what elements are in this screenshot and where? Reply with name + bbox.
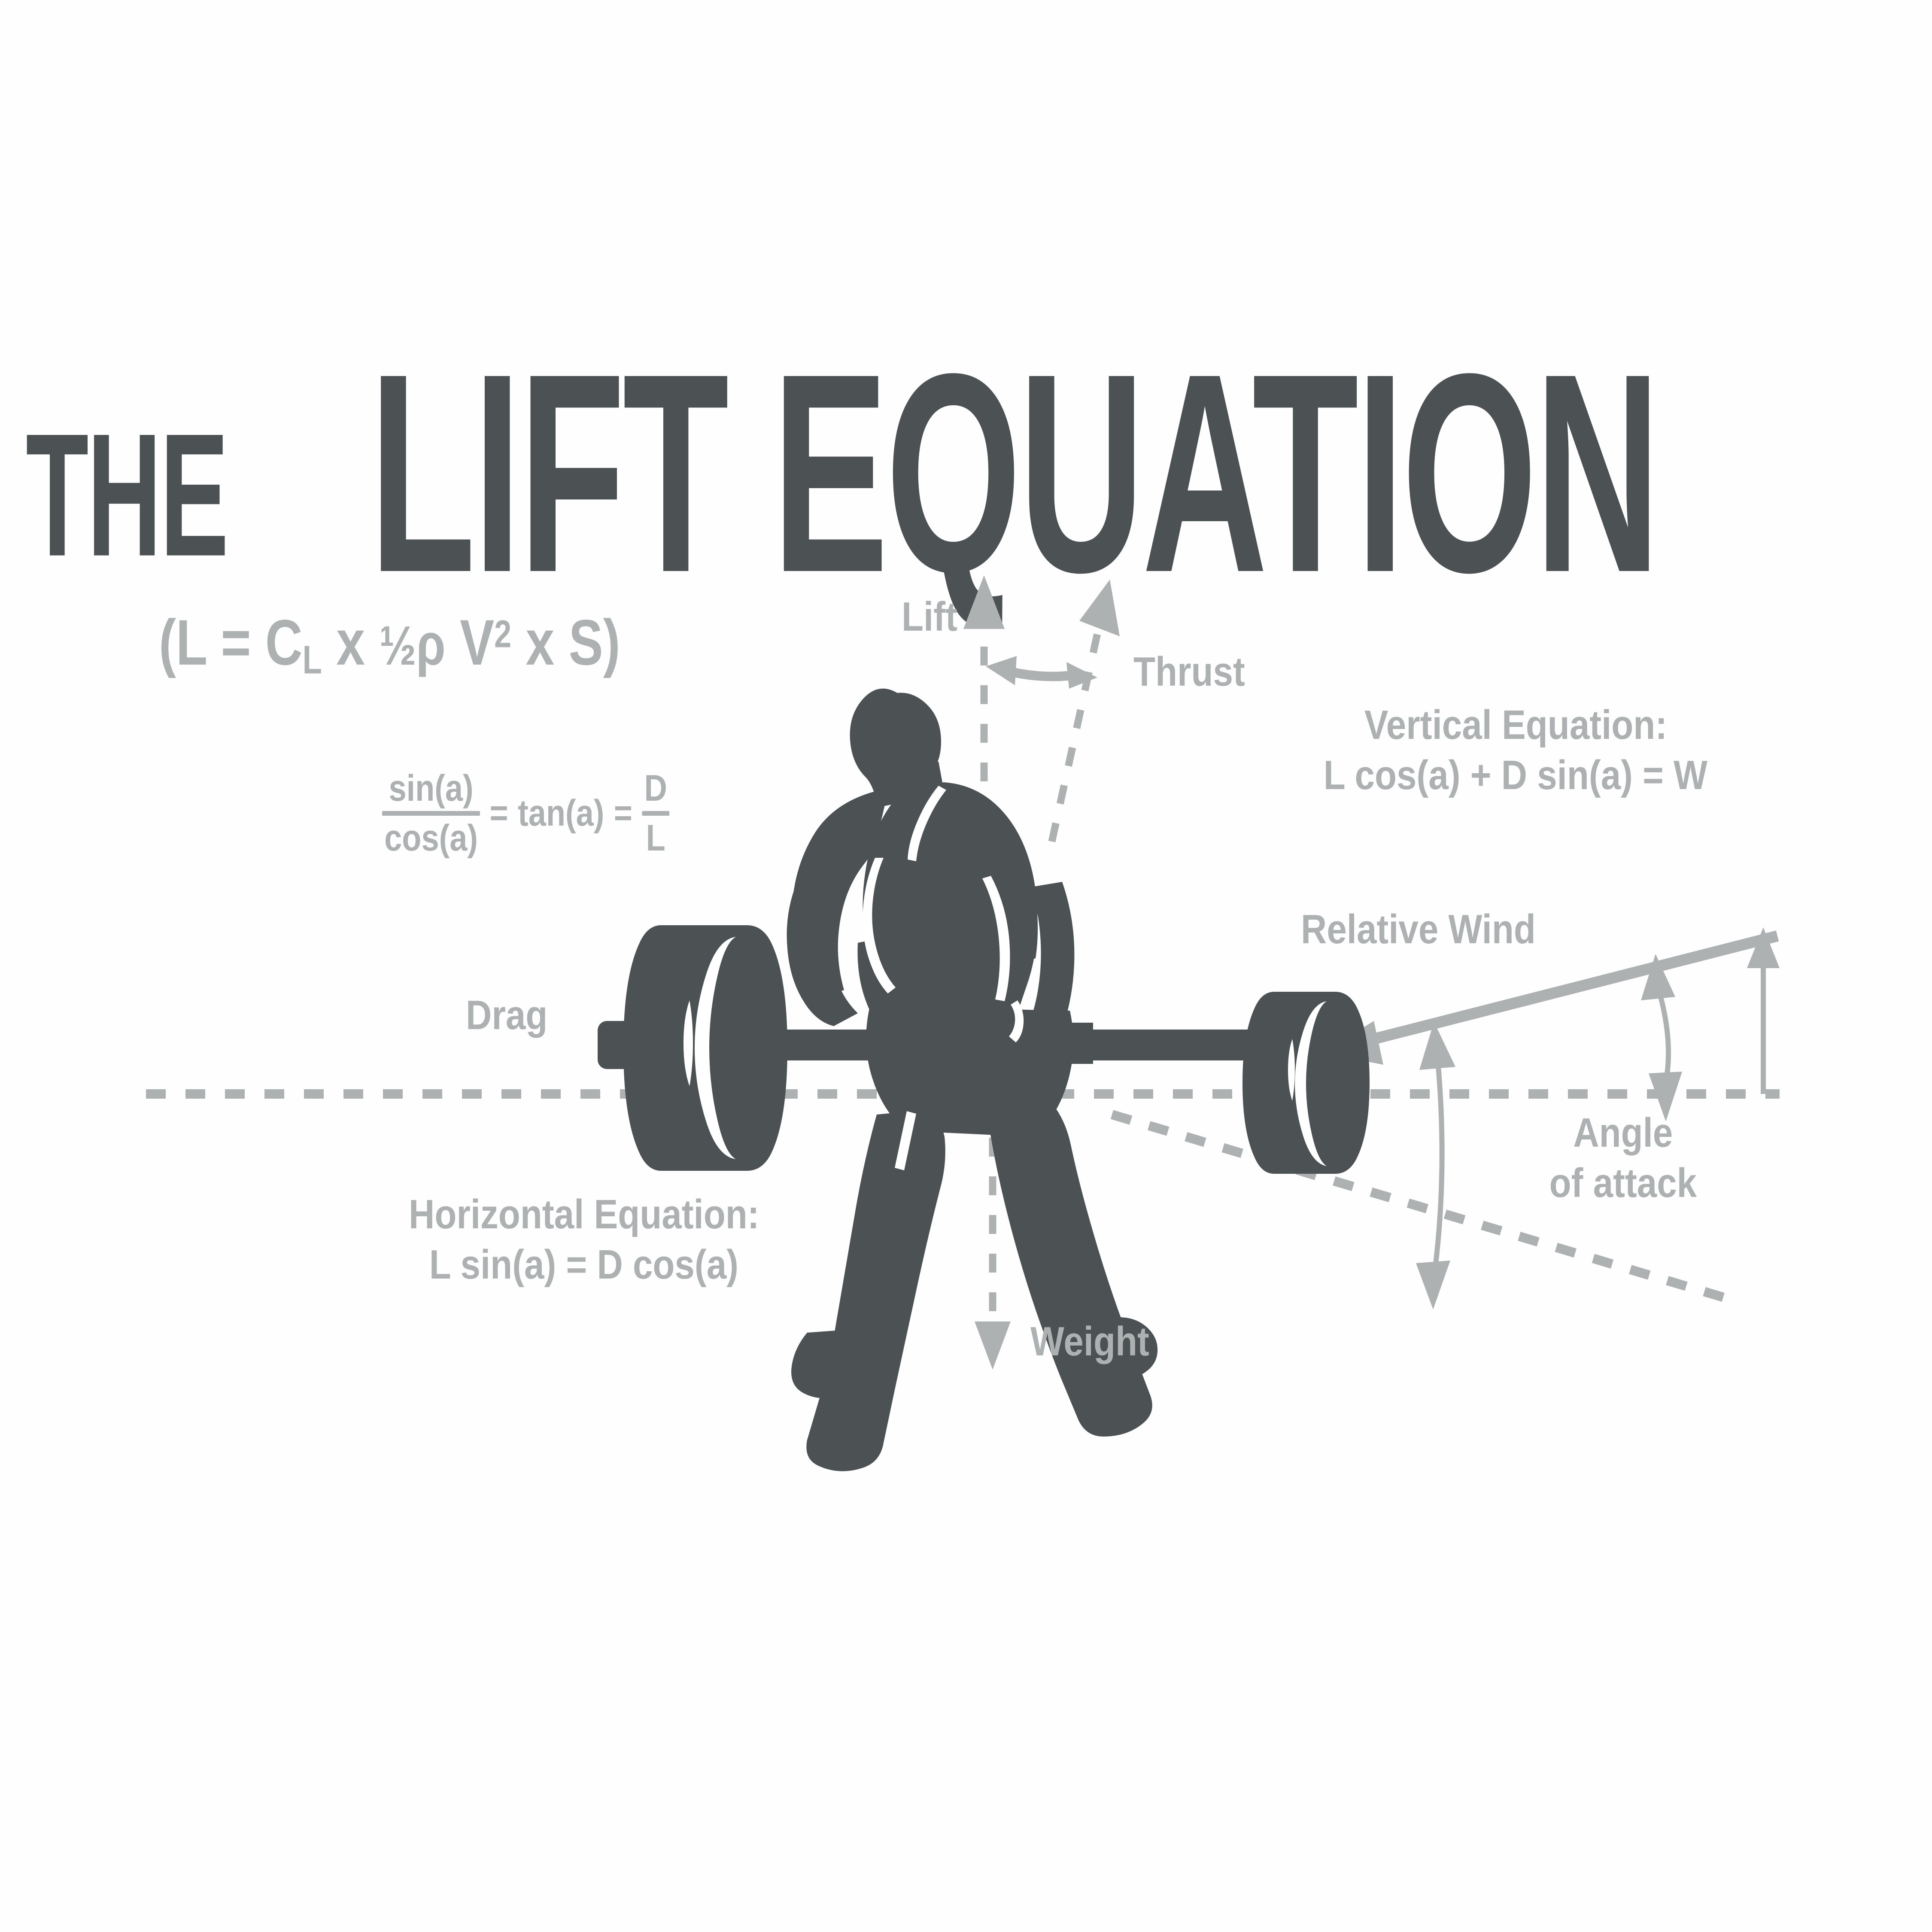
label-relative-wind-text: Relative Wind xyxy=(1301,906,1536,952)
fraction-d-l: D L xyxy=(642,768,670,859)
trig-equals-1: = xyxy=(489,792,508,834)
vertical-equation-body: L cos(a) + D sin(a) = W xyxy=(1323,752,1708,799)
formula-sup-2: 2 xyxy=(494,613,512,656)
angle-of-attack-line-1: Angle xyxy=(1573,1110,1673,1156)
wind-vertical-reference-arrow xyxy=(1747,927,1780,1094)
label-lift-text: Lift xyxy=(902,594,957,640)
fraction-bar xyxy=(382,811,480,816)
lift-arrow xyxy=(963,575,1005,1091)
label-angle-of-attack: Angle of attack xyxy=(1511,1108,1735,1208)
label-thrust: Thrust xyxy=(1133,648,1262,696)
angle-of-attack-arc-left-icon xyxy=(1416,1022,1455,1309)
horizontal-equation-block: Horizontal Equation: L sin(a) = D cos(a) xyxy=(343,1189,824,1290)
angle-of-attack-line-2: of attack xyxy=(1549,1160,1697,1206)
fraction2-bar xyxy=(642,811,670,816)
title-the: THE xyxy=(26,397,229,593)
label-drag: Drag xyxy=(466,992,560,1039)
formula-times2: x S) xyxy=(511,606,620,678)
vertical-equation-block: Vertical Equation: L cos(a) + D sin(a) =… xyxy=(1262,700,1769,800)
horizontal-equation-title: Horizontal Equation: xyxy=(408,1191,759,1237)
label-drag-text: Drag xyxy=(466,992,548,1038)
label-weight-text: Weight xyxy=(1030,1318,1149,1364)
fraction2-denominator: L xyxy=(646,817,665,859)
label-thrust-text: Thrust xyxy=(1133,649,1245,695)
vertical-equation-title: Vertical Equation: xyxy=(1364,702,1667,748)
title-lift-equation: LIFT EQUATION xyxy=(369,315,1661,632)
fraction-numerator: sin(a) xyxy=(389,768,474,809)
trig-tan: tan(a) xyxy=(518,792,605,834)
label-relative-wind: Relative Wind xyxy=(1301,906,1571,953)
relative-wind-arrow xyxy=(1322,930,1779,1065)
page-title: THE LIFT EQUATION xyxy=(26,301,1915,632)
lift-thrust-angle-arc-icon xyxy=(986,656,1097,689)
horizontal-equation-body: L sin(a) = D cos(a) xyxy=(429,1242,739,1288)
formula-sub-l: L xyxy=(302,637,322,682)
trig-equals-2: = xyxy=(614,792,632,834)
label-weight: Weight xyxy=(1030,1318,1167,1365)
fraction2-numerator: D xyxy=(644,768,667,809)
formula-times1: x xyxy=(322,606,380,678)
fraction-sin-cos: sin(a) cos(a) xyxy=(382,769,480,858)
lift-equation-formula: (L = CL x ½ρ V2 x S) xyxy=(159,605,620,683)
label-lift: Lift xyxy=(902,593,966,641)
formula-half: ½ xyxy=(379,615,416,677)
trig-identity: sin(a) cos(a) = tan(a) = D L xyxy=(382,768,670,859)
formula-rho: ρ xyxy=(416,611,446,677)
angle-of-attack-arc-right-icon xyxy=(1641,954,1682,1121)
weight-arrow xyxy=(975,1099,1011,1370)
formula-open: (L = C xyxy=(159,606,303,678)
formula-v: V xyxy=(445,606,495,678)
weightlifter-silhouette-icon xyxy=(598,688,1370,1471)
fraction-denominator: cos(a) xyxy=(384,817,478,859)
